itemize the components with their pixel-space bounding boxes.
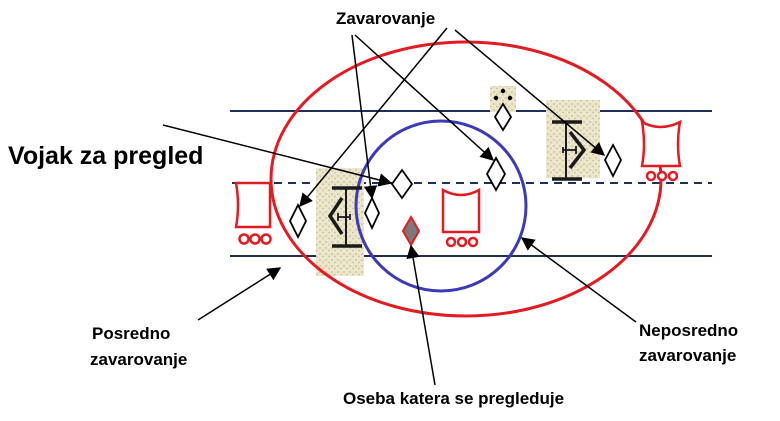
truck-icon [640, 119, 682, 182]
barrier-gate-icon [552, 120, 587, 181]
truck-icon [234, 181, 272, 245]
soldier-diamond-icon [603, 143, 623, 179]
arrow-zavarovanje-to-left-soldier [299, 27, 448, 208]
soldier-diamond-icon [364, 195, 380, 231]
arrow-zavarovanje-to-mid-soldier [354, 34, 495, 161]
label-zavarovanje: Zavarovanje [336, 9, 436, 28]
arrow-zavarovanje-to-right-soldier [454, 29, 606, 156]
arrow-posredno-zavarovanje [197, 267, 282, 321]
label-posredno-line1: Posredno [92, 324, 171, 343]
label-posredno-line2: zavarovanje [90, 350, 188, 369]
arrow-vojak-za-pregled [162, 124, 393, 187]
label-neposredno-line2: zavarovanje [639, 346, 737, 365]
truck-icon [441, 187, 481, 248]
soldier-diamond-icon [390, 168, 414, 200]
soldier-diamond-icon [493, 88, 513, 132]
arrow-zavarovanje-to-left-soldier [351, 34, 378, 200]
soldier-diamond-icon [288, 202, 308, 240]
arrow-neposredno-zavarovanje [520, 237, 637, 323]
label-vojak-za-pregled: Vojak za pregled [8, 142, 204, 170]
label-neposredno-line1: Neposredno [639, 321, 739, 340]
label-oseba-katera-se-pregleduje: Oseba katera se pregleduje [343, 389, 565, 408]
arrow-oseba-katera-se-pregleduje [406, 244, 436, 386]
direct-security-zone-circle [354, 119, 528, 293]
soldier-diamond-icon [485, 156, 507, 192]
inspected-person-diamond-icon [401, 214, 421, 248]
barrier-gate-icon [327, 186, 362, 248]
